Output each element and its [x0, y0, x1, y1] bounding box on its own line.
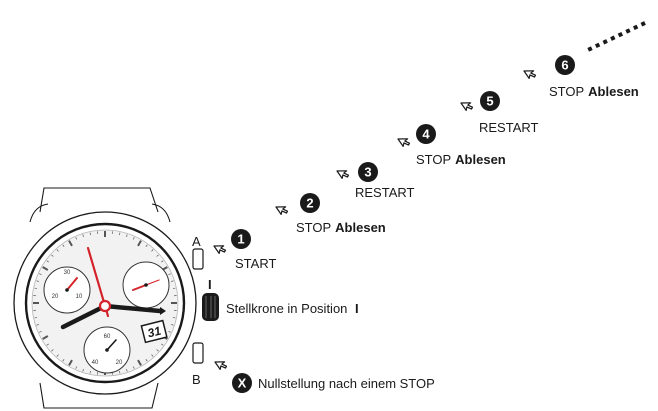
reset-text: Nullstellung nach einem STOP	[258, 376, 435, 391]
crown-position-mark: I	[208, 277, 212, 292]
pusher-b[interactable]	[192, 342, 204, 364]
step-number: 3	[364, 165, 371, 180]
press-arrow-icon	[397, 133, 412, 149]
step-action: RESTART	[355, 185, 415, 200]
subdial-bottom-40: 40	[92, 360, 99, 366]
subdial-left: 30 20 10	[43, 266, 91, 314]
step-number: 2	[306, 196, 313, 211]
button-b-label: B	[192, 372, 201, 387]
lug-top-right	[151, 203, 171, 223]
step-label: STOP Ablesen	[296, 220, 386, 235]
press-arrow-icon	[213, 240, 228, 256]
step-badge	[416, 124, 436, 144]
strap-top	[39, 187, 159, 213]
crown-instruction: Stellkrone in Position I	[226, 301, 359, 316]
minute-hand	[102, 303, 163, 314]
continuation-dots-icon	[587, 21, 646, 52]
subdial-left-30: 30	[64, 270, 71, 276]
step-read-label: Ablesen	[588, 84, 639, 99]
hour-hand	[60, 303, 108, 330]
reset-badge	[232, 373, 252, 393]
button-a-label: A	[192, 234, 201, 249]
reset-instruction: X Nullstellung nach einem STOP	[214, 356, 435, 393]
press-arrow-icon	[523, 65, 538, 81]
crown-label-text: Stellkrone in Position	[226, 301, 347, 316]
step-label: STOP Ablesen	[416, 152, 506, 167]
step-badge	[358, 162, 378, 182]
step-label: RESTART	[479, 120, 539, 135]
crown-label-position: I	[355, 301, 359, 316]
step-action: STOP	[296, 220, 331, 235]
subdial-right	[122, 261, 170, 309]
step-action: START	[235, 256, 276, 271]
subdial-bottom: 60 40 20	[83, 326, 131, 374]
date-value: 31	[146, 323, 163, 340]
press-arrow-icon	[214, 356, 229, 372]
step-badge	[231, 229, 251, 249]
step-read-label: Ablesen	[335, 220, 386, 235]
step-badge	[555, 55, 575, 75]
step-number: 6	[561, 58, 568, 73]
watch: 30 20 10 60 40 20 31	[13, 187, 219, 409]
press-arrow-icon	[336, 165, 351, 181]
step-label: START	[235, 256, 276, 271]
step-label: RESTART	[355, 185, 415, 200]
pusher-a[interactable]	[192, 248, 204, 270]
subdial-left-10: 10	[76, 294, 83, 300]
step-read-label: Ablesen	[455, 152, 506, 167]
subdial-left-20: 20	[52, 294, 59, 300]
step-label: STOP Ablesen	[549, 84, 639, 99]
hands	[60, 246, 166, 330]
step-badge	[300, 193, 320, 213]
step-action: STOP	[549, 84, 584, 99]
step-badge	[480, 91, 500, 111]
step-action: STOP	[416, 152, 451, 167]
step-number: 1	[237, 232, 244, 247]
step-action: RESTART	[479, 120, 539, 135]
strap-bottom	[39, 382, 159, 409]
press-arrow-icon	[275, 201, 290, 217]
subdial-bottom-60: 60	[104, 334, 111, 340]
step-number: 4	[422, 127, 430, 142]
reset-badge-text: X	[238, 376, 247, 391]
subdial-bottom-20: 20	[116, 360, 123, 366]
svg-text:Stellkrone in Position I: Stellkrone in Position I	[226, 301, 359, 316]
press-arrow-icon	[460, 97, 475, 113]
dial-ticks	[33, 231, 177, 375]
date-window: 31	[140, 319, 168, 344]
lug-top-left	[29, 203, 49, 223]
step-number: 5	[486, 94, 493, 109]
